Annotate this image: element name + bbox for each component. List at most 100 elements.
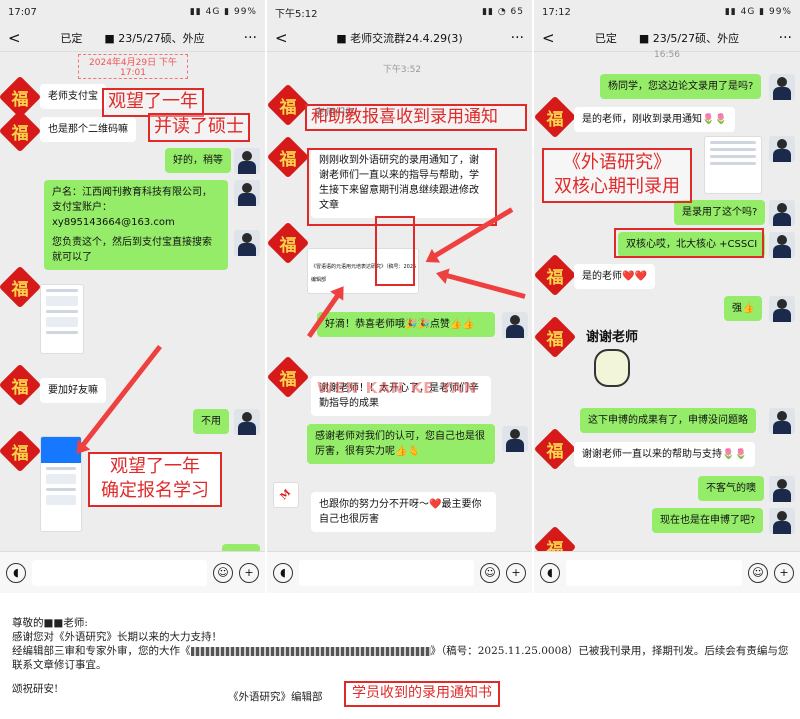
avatar[interactable]: 福: [534, 315, 577, 359]
avatar[interactable]: [769, 200, 795, 226]
avatar[interactable]: 福: [267, 221, 310, 265]
voice-icon[interactable]: ◖: [273, 562, 293, 583]
avatar[interactable]: 福: [534, 253, 577, 297]
message-bubble[interactable]: 这下申博的成果有了，申博没问题略: [580, 408, 756, 433]
message-bubble[interactable]: 是的老师❤️❤️: [574, 264, 655, 289]
more-icon[interactable]: ···: [510, 29, 524, 46]
message-bubble[interactable]: 强👍: [724, 296, 763, 321]
avatar[interactable]: [769, 74, 795, 100]
message-bubble[interactable]: 您负责这个，然后到支付宝直接搜索就可以了: [44, 230, 228, 270]
plus-icon[interactable]: +: [506, 562, 526, 583]
letter-closing: 颂祝研安!: [12, 683, 59, 695]
chat-title: 已定 ■ 23/5/27硕、外应: [60, 31, 205, 45]
fu-icon: 福: [279, 97, 297, 118]
emoji-icon[interactable]: ☺: [480, 562, 500, 583]
avatar[interactable]: 福: [534, 95, 577, 139]
fu-icon: 福: [279, 149, 297, 170]
message-bubble[interactable]: 感谢老师对我们的认可，您自己也是很厉害，很有实力呢👍🫰: [307, 424, 495, 464]
message-bubble[interactable]: 户名：江西闻刊教育科技有限公司，支付宝账户：xy895143664@163.co…: [44, 180, 228, 235]
annotation-highlight: [307, 148, 497, 226]
avatar[interactable]: [769, 232, 795, 258]
fu-icon: 福: [279, 235, 297, 256]
avatar[interactable]: [234, 230, 260, 256]
plus-icon[interactable]: +: [239, 562, 259, 583]
avatar[interactable]: [502, 312, 528, 338]
chat-title: 已定 ■ 23/5/27硕、外应: [594, 31, 740, 45]
avatar[interactable]: 福: [267, 83, 310, 127]
chat-header: < ■ 老师交流群24.4.29(3) ···: [267, 24, 532, 52]
status-icons: ▮▮ 4G ▮ 99%: [724, 7, 792, 17]
avatar[interactable]: 福: [0, 109, 42, 153]
acceptance-letter-thumbnail[interactable]: [704, 136, 762, 194]
avatar[interactable]: [769, 476, 795, 502]
voice-icon[interactable]: ◖: [540, 562, 560, 583]
message-bubble[interactable]: 好滴！恭喜老师哦🎉🎉点赞👍👍: [317, 312, 495, 337]
annotation-highlight: [375, 216, 415, 286]
message-bubble[interactable]: 谢谢老师一直以来的帮助与支持🌷🌷: [574, 442, 755, 467]
back-icon[interactable]: <: [542, 28, 555, 47]
message-bubble[interactable]: 也是那个二维码嘛: [40, 117, 136, 142]
message-bubble[interactable]: 双核心哎，北大核心 +CSSCI: [618, 232, 766, 257]
message-bubble[interactable]: 不客气的噢: [698, 476, 764, 501]
letter-signature: 《外语研究》编辑部: [228, 691, 323, 703]
avatar[interactable]: 福: [0, 363, 42, 407]
plus-icon[interactable]: +: [774, 562, 794, 583]
message-bubble[interactable]: 杨同学，您这边论文录用了是吗?: [600, 74, 762, 99]
avatar[interactable]: [234, 148, 260, 174]
message-input[interactable]: [299, 559, 474, 586]
avatar[interactable]: 福: [267, 135, 310, 179]
qr-screenshot-thumbnail[interactable]: [40, 284, 84, 354]
avatar[interactable]: M: [273, 482, 299, 508]
fu-icon: 福: [11, 89, 29, 110]
avatar[interactable]: [769, 508, 795, 534]
avatar[interactable]: [769, 296, 795, 322]
message-bubble[interactable]: 好的，稍等: [165, 148, 231, 173]
battery-level: 65: [510, 7, 524, 17]
acceptance-letter-thumbnail[interactable]: 《冒语语的元语用元培表达研究》（稿号：2025 编辑部: [307, 248, 419, 294]
avatar[interactable]: 福: [0, 265, 42, 309]
chat-header: < 已定 ■ 23/5/27硕、外应 ···: [534, 24, 800, 52]
acceptance-letter: 尊敬的■■老师: 感谢您对《外语研究》长期以来的大力支持！ 经编辑部三审和专家外…: [0, 593, 800, 719]
fu-icon: 福: [279, 369, 297, 390]
emoji-icon[interactable]: ☺: [748, 562, 768, 583]
sticker-character: [594, 349, 630, 387]
voice-icon[interactable]: ◖: [6, 562, 26, 583]
message-bubble[interactable]: 老师支付宝: [40, 84, 106, 109]
avatar[interactable]: [234, 409, 260, 435]
chat-title: ■ 老师交流群24.4.29(3): [336, 31, 463, 45]
annotation-box: 和助教报喜收到录用通知: [305, 104, 527, 132]
fu-icon: 福: [546, 109, 564, 130]
emoji-icon[interactable]: ☺: [213, 562, 233, 583]
doc-footer: 编辑部: [311, 277, 327, 283]
letter-caption: 学员收到的录用通知书: [344, 681, 500, 707]
back-icon[interactable]: <: [8, 28, 21, 47]
avatar[interactable]: 福: [267, 355, 310, 399]
status-time: 17:07: [8, 6, 37, 18]
timestamp: 下午3:52: [382, 65, 422, 75]
more-icon[interactable]: ···: [778, 29, 792, 46]
avatar[interactable]: [769, 136, 795, 162]
fu-icon: 福: [11, 443, 29, 464]
message-bubble[interactable]: 不用: [193, 409, 229, 434]
back-icon[interactable]: <: [275, 28, 288, 47]
avatar[interactable]: 福: [0, 429, 42, 473]
message-bubble[interactable]: 要加好友嘛: [40, 378, 106, 403]
message-bubble[interactable]: 是录用了这个吗?: [674, 200, 766, 225]
timestamp: 16:56: [654, 50, 680, 60]
message-bubble[interactable]: 谢谢老师！！太开心了，是老师们辛勤指导的成果: [311, 376, 491, 416]
thank-you-sticker[interactable]: 谢谢老师: [574, 326, 650, 396]
message-input[interactable]: [32, 559, 207, 586]
message-input[interactable]: [566, 559, 742, 586]
message-bubble[interactable]: 刚刚收到外语研究的录用通知了，谢谢老师们一直以来的指导与帮助，学生接下来留意期刊…: [311, 148, 496, 218]
avatar[interactable]: [234, 180, 260, 206]
chat-header: < 已定 ■ 23/5/27硕、外应 ···: [0, 24, 265, 52]
avatar[interactable]: 福: [534, 427, 577, 471]
sticker-text: 谢谢老师: [585, 330, 638, 345]
message-bubble[interactable]: 也跟你的努力分不开呀～❤️最主要你自己也很厉害: [311, 492, 496, 532]
battery-level: 99%: [768, 7, 792, 17]
more-icon[interactable]: ···: [243, 29, 257, 46]
avatar[interactable]: [502, 426, 528, 452]
avatar[interactable]: [769, 408, 795, 434]
message-bubble[interactable]: 是的老师，刚收到录用通知🌷🌷: [574, 107, 735, 132]
message-bubble[interactable]: 现在也是在申博了吧?: [652, 508, 764, 533]
